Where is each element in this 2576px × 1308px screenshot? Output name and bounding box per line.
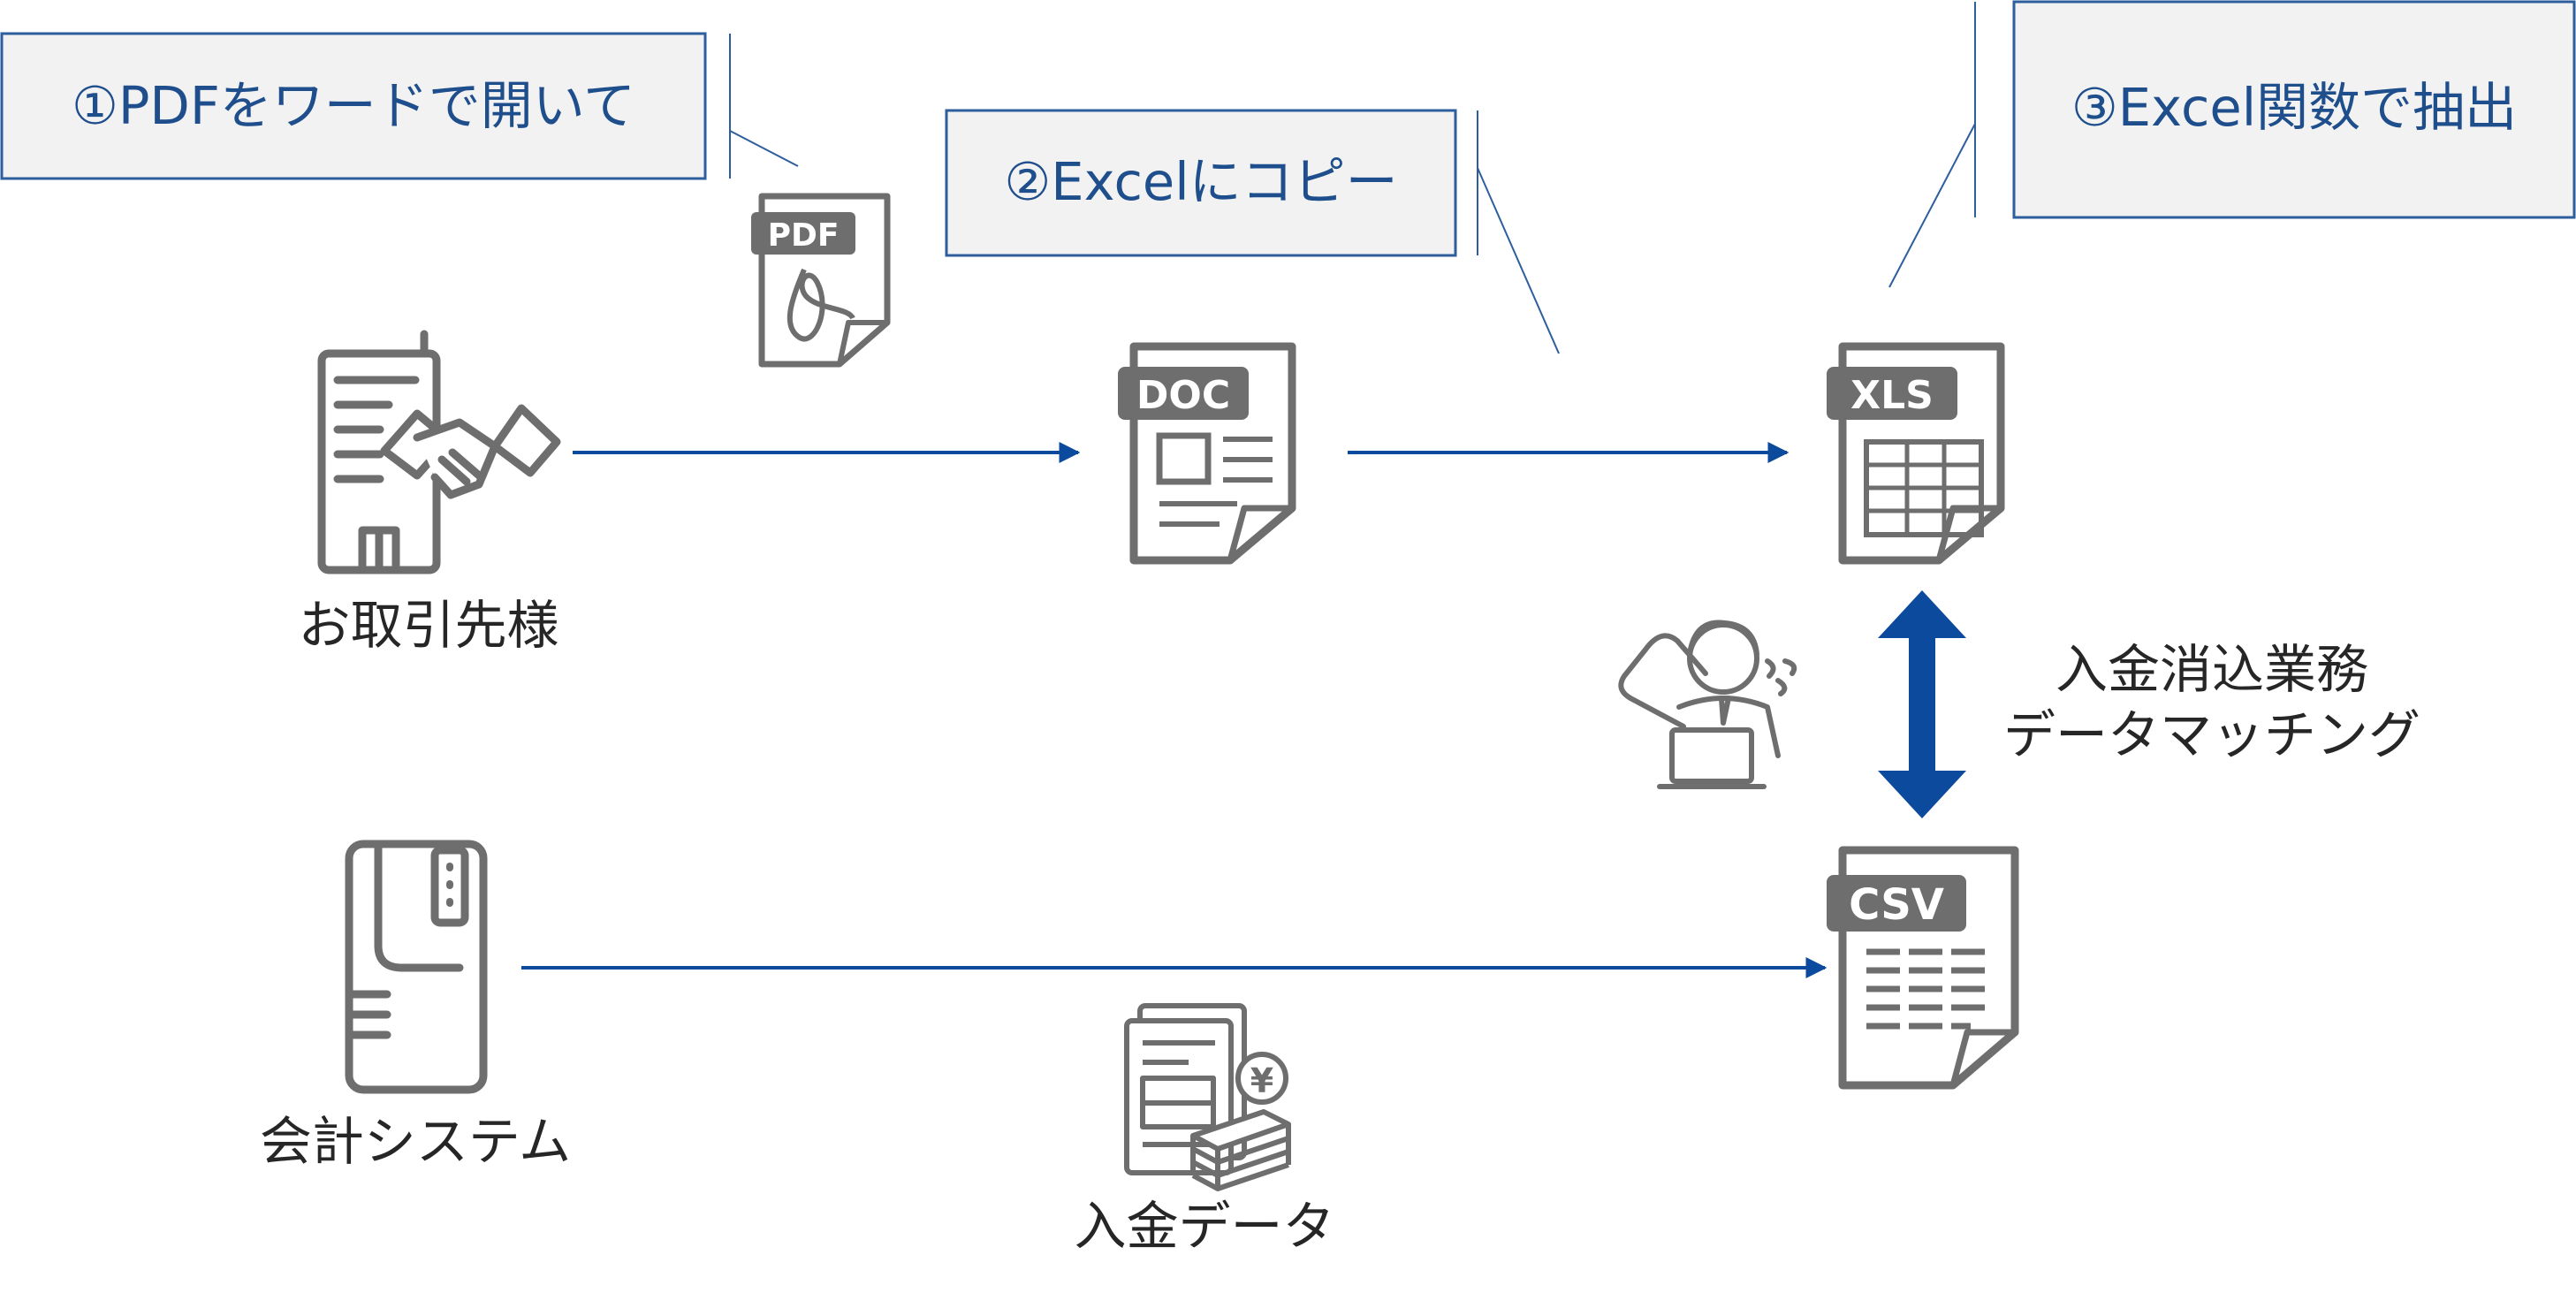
callout-step2-leader [1477, 167, 1560, 354]
callout-step3-text: ③Excel関数で抽出 [2071, 77, 2517, 138]
callout-step1-box [0, 32, 707, 180]
svg-text:CSV: CSV [1849, 880, 1944, 930]
server-icon [345, 840, 488, 1094]
callout-step1: ①PDFをワードで開いて [0, 32, 799, 180]
callout-step3-leader [1888, 123, 1976, 288]
pdf-icon: PDF [751, 193, 891, 368]
deposit-data-label: 入金データ [1074, 1196, 1334, 1257]
matching-label-line1: 入金消込業務 [2055, 639, 2368, 700]
callout-step3-box [2012, 0, 2576, 219]
doc-icon: DOC [1118, 342, 1296, 565]
svg-text:DOC: DOC [1136, 373, 1230, 418]
svg-text:¥: ¥ [1250, 1061, 1273, 1100]
client-label: お取引先様 [298, 595, 559, 656]
svg-text:XLS: XLS [1850, 373, 1934, 418]
svg-text:PDF: PDF [768, 217, 840, 254]
double-arrow-xls-csv [1878, 590, 1966, 818]
matching-label-line2: データマッチング [2003, 704, 2420, 765]
deposit-money-icon: ¥ [1124, 1003, 1291, 1191]
building-handshake-icon [317, 330, 561, 574]
worried-worker-icon [1618, 620, 1797, 789]
accounting-label: 会計システム [260, 1111, 571, 1172]
callout-step2: ②Excelにコピー [945, 109, 1560, 354]
callout-step2-text: ②Excelにコピー [1004, 151, 1397, 212]
callout-step1-text: ①PDFをワードで開いて [72, 75, 635, 136]
callout-step3: ③Excel関数で抽出 [1888, 0, 2576, 288]
xls-icon: XLS [1827, 342, 2005, 565]
callout-step1-leader [729, 130, 799, 167]
callout-step2-box [945, 109, 1457, 257]
csv-icon: CSV [1827, 846, 2019, 1090]
